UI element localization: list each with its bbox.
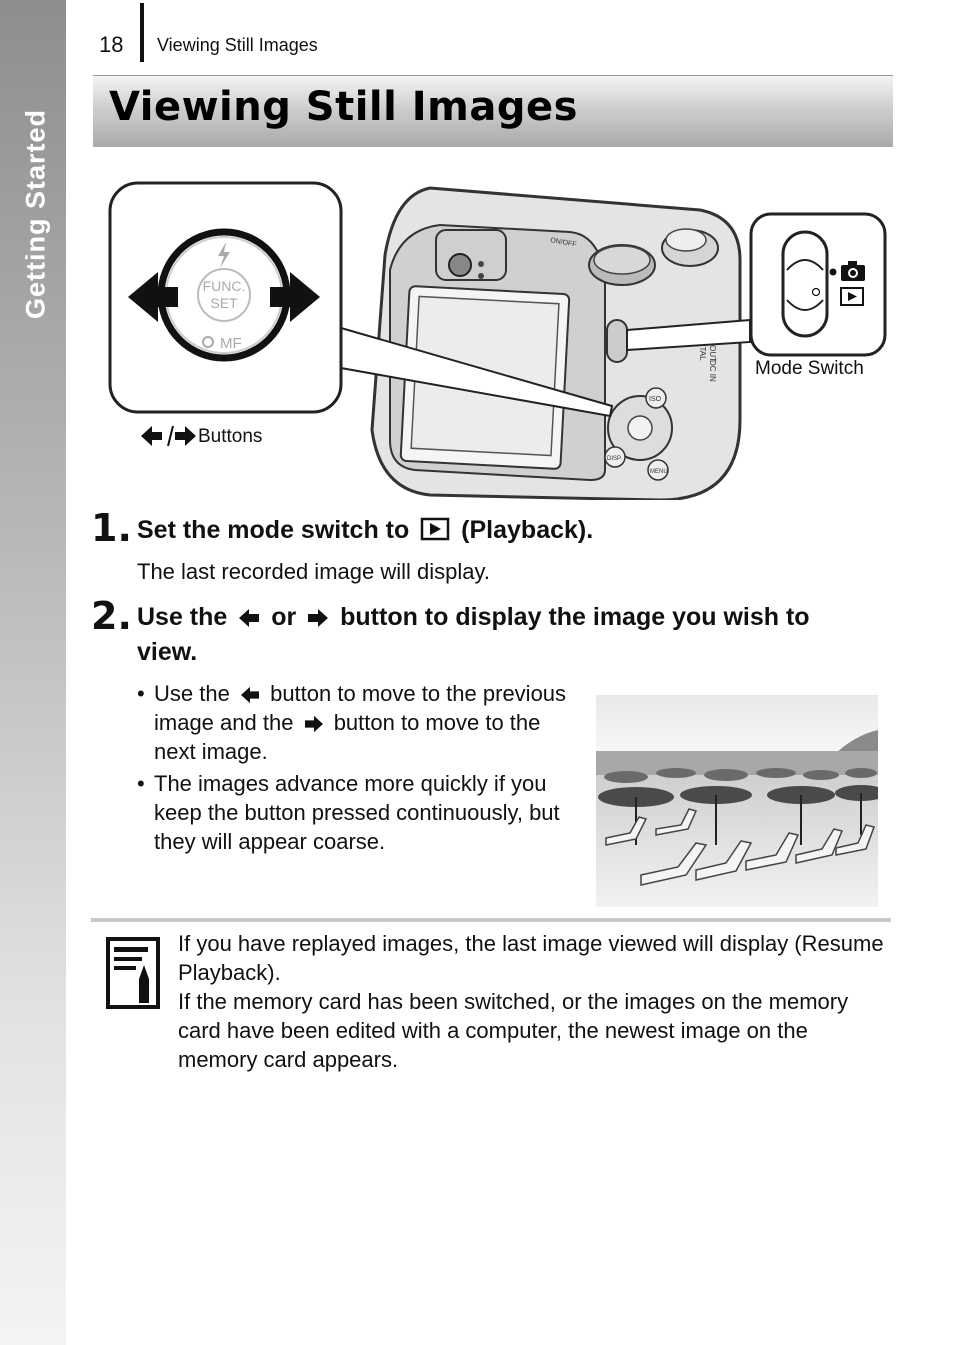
playback-icon	[420, 517, 450, 541]
left-arrow-icon	[239, 609, 260, 627]
set-label: SET	[210, 295, 238, 311]
dc-in-label: DC IN	[708, 360, 717, 382]
left-arrow-icon	[240, 686, 259, 704]
page-title: Viewing Still Images	[109, 84, 578, 130]
on-off-label: ON/OFF	[550, 237, 577, 248]
macro-icon	[202, 336, 214, 348]
left-right-arrows-icon	[141, 425, 196, 447]
right-arrow-icon	[308, 609, 329, 627]
mode-switch	[781, 230, 829, 338]
side-tab-label: Getting Started	[20, 108, 51, 320]
step-1-description: The last recorded image will display.	[137, 559, 490, 584]
camera-diagram: ON/OFF ISO DISP. MENU DIGITAL A/V OUT DC…	[108, 181, 887, 500]
step-1-heading: Set the mode switch to (Playback).	[137, 513, 593, 548]
page-number: 18	[99, 32, 124, 57]
av-out-label: A/V OUT	[708, 330, 717, 362]
iso-label: ISO	[649, 396, 662, 403]
mode-switch-caption: Mode Switch	[755, 358, 864, 379]
title-band: Viewing Still Images	[93, 75, 893, 147]
step-1-number: 1.	[91, 506, 132, 550]
left-arrow-icon	[128, 272, 178, 322]
disp-label: DISP.	[607, 456, 622, 462]
camera-icon	[841, 261, 865, 281]
note-text: If you have replayed images, the last im…	[178, 929, 888, 1074]
func-label: FUNC.	[203, 278, 246, 294]
right-arrow-icon	[270, 272, 320, 322]
step-2-text-part1: Use the	[137, 603, 228, 631]
bullet-list: • Use the button to move to the previous…	[137, 679, 577, 859]
right-arrow-icon	[304, 715, 323, 733]
note-paragraph: If you have replayed images, the last im…	[178, 931, 884, 985]
beach-photo	[596, 695, 878, 907]
side-tab: Getting Started	[0, 0, 66, 1345]
playback-icon	[840, 287, 864, 306]
header-divider	[140, 3, 144, 62]
step-2-text-part2: or	[271, 603, 297, 631]
menu-label: MENU	[650, 469, 668, 475]
bullet-item: • Use the button to move to the previous…	[137, 681, 567, 764]
flash-icon	[218, 242, 230, 268]
buttons-caption-text: Buttons	[198, 426, 263, 447]
note-paragraph: If the memory card has been switched, or…	[178, 989, 849, 1072]
step-1-text-before: Set the mode switch to	[137, 516, 410, 544]
note-icon	[106, 937, 160, 1009]
step-2-text-part3: button to display the image you wish to	[340, 603, 810, 631]
buttons-caption: Buttons	[140, 424, 262, 450]
running-header: Viewing Still Images	[157, 35, 318, 55]
step-2-text-line2: view.	[137, 638, 198, 666]
step-2-heading: Use the or button to display the image y…	[137, 600, 897, 670]
step-2-number: 2.	[91, 594, 132, 638]
note-divider	[91, 918, 891, 922]
mf-label: MF	[220, 335, 242, 352]
bullet-item: • The images advance more quickly if you…	[137, 771, 560, 854]
step-1-text-after: (Playback).	[461, 516, 594, 544]
